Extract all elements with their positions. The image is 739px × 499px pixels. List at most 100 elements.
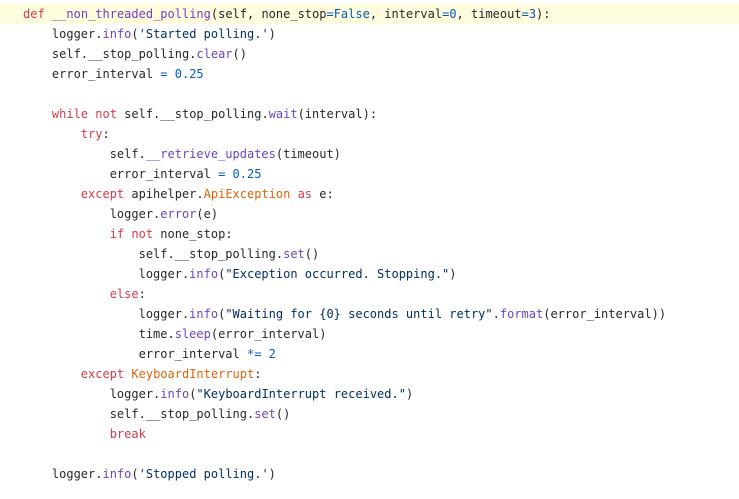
code-token: wait (268, 107, 298, 121)
code-token: info (189, 307, 219, 321)
code-token: ) (268, 467, 276, 481)
code-line: while not self.__stop_polling.wait(inter… (0, 104, 739, 124)
code-token: format (499, 307, 544, 321)
code-line: error_interval = 0.25 (0, 164, 739, 184)
code-token: time. (23, 327, 175, 341)
code-token: "Waiting for {0} seconds until retry" (225, 307, 493, 321)
code-token: error_interval (23, 347, 247, 361)
code-token: ApiException (203, 187, 291, 201)
code-token: ( (218, 307, 226, 321)
code-line: except KeyboardInterrupt: (0, 364, 739, 384)
code-token: self.__stop_polling. (23, 47, 197, 61)
code-token: except (80, 187, 125, 201)
code-token: 0 (449, 7, 457, 21)
code-token: () (304, 247, 320, 261)
code-token: "KeyboardInterrupt received." (196, 387, 406, 401)
code-token (23, 427, 110, 441)
code-token: 3 (528, 7, 537, 21)
code-token: 0.25 (232, 167, 262, 181)
code-line: self.__retrieve_updates(timeout) (0, 144, 739, 164)
code-token: (self, none_stop (210, 7, 327, 21)
code-token: 0.25 (174, 67, 204, 81)
code-token: clear (196, 47, 233, 61)
code-token: none_stop: (153, 227, 233, 241)
code-token: if (109, 227, 125, 241)
code-token: else (109, 287, 139, 301)
code-token: logger. (23, 207, 161, 221)
code-token: : (138, 287, 146, 301)
code-token: logger. (23, 27, 103, 41)
code-line: except apihelper.ApiException as e: (0, 184, 739, 204)
code-token: ( (131, 467, 139, 481)
code-token: (error_interval) (210, 327, 327, 341)
code-token: ): (536, 7, 551, 21)
code-token: logger. (23, 267, 190, 281)
code-token: "Exception occurred. Stopping." (225, 267, 450, 281)
code-token: = (326, 7, 334, 21)
code-token: = (521, 7, 529, 21)
code-token: e: (312, 187, 334, 201)
code-token: : (102, 127, 110, 141)
code-token: info (189, 267, 219, 281)
code-token: ) (449, 267, 457, 281)
code-token (23, 187, 81, 201)
code-token: break (109, 427, 146, 441)
code-token: except (80, 367, 125, 381)
code-token: ( (218, 267, 226, 281)
code-line: logger.info('Started polling.') (0, 24, 739, 44)
code-token: info (160, 387, 190, 401)
code-line (0, 84, 739, 104)
code-token: 'Started polling.' (138, 27, 269, 41)
code-token: *= (246, 347, 262, 361)
code-token: 2 (268, 347, 276, 361)
code-token (23, 367, 81, 381)
code-token: info (102, 467, 132, 481)
code-line: self.__stop_polling.set() (0, 404, 739, 424)
code-line: logger.info("KeyboardInterrupt received.… (0, 384, 739, 404)
code-token: : (254, 367, 262, 381)
code-token: logger. (23, 467, 103, 481)
code-token: as (297, 187, 313, 201)
code-token: (timeout) (275, 147, 341, 161)
code-token: __non_threaded_polling (51, 7, 211, 21)
code-token: () (275, 407, 291, 421)
code-token: not (131, 227, 154, 241)
code-line: error_interval = 0.25 (0, 64, 739, 84)
code-line: logger.info("Waiting for {0} seconds unt… (0, 304, 739, 324)
code-token: error_interval (23, 167, 219, 181)
code-token: logger. (23, 387, 161, 401)
code-token: ( (131, 27, 139, 41)
code-token: while (51, 107, 89, 121)
code-line: logger.info("Exception occurred. Stoppin… (0, 264, 739, 284)
code-token: logger. (23, 307, 190, 321)
code-token (168, 67, 175, 81)
code-line: time.sleep(error_interval) (0, 324, 739, 344)
code-line: self.__stop_polling.clear() (0, 44, 739, 64)
code-token: ) (405, 387, 414, 401)
code-line-highlighted: def __non_threaded_polling(self, none_st… (0, 4, 739, 24)
code-line: if not none_stop: (0, 224, 739, 244)
code-token: () (232, 47, 247, 61)
code-token: . (492, 307, 500, 321)
code-token: ) (268, 27, 276, 41)
code-token: not (95, 107, 117, 121)
code-token: error_interval (23, 67, 161, 81)
code-line: try: (0, 124, 739, 144)
code-line: self.__stop_polling.set() (0, 244, 739, 264)
code-line: logger.info('Stopped polling.') (0, 464, 739, 484)
code-token: self. (23, 147, 146, 161)
code-line: error_interval *= 2 (0, 344, 739, 364)
code-token: (interval): (297, 107, 378, 121)
code-token: apihelper. (124, 187, 204, 201)
code-token (23, 287, 110, 301)
code-token: self.__stop_polling. (23, 247, 284, 261)
code-token: 'Stopped polling.' (138, 467, 269, 481)
code-token: set (283, 247, 305, 261)
code-token: , interval (369, 7, 443, 21)
code-token: self.__stop_polling. (116, 107, 269, 121)
code-line: else: (0, 284, 739, 304)
code-token: def (23, 7, 45, 21)
code-line (0, 444, 739, 464)
code-token (23, 127, 81, 141)
